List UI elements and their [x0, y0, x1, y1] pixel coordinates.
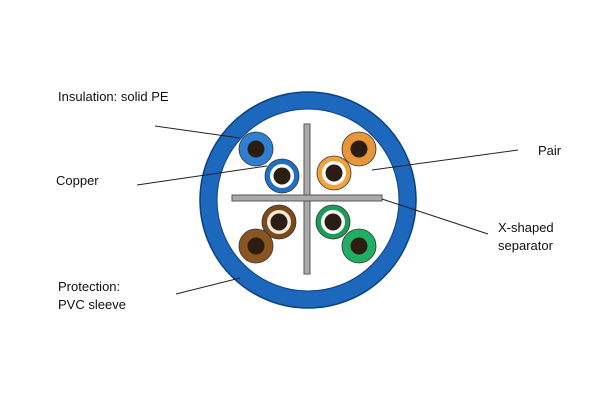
green-pair	[315, 204, 377, 264]
copper-leader-line	[136, 165, 268, 186]
copper-label-text: Copper	[56, 173, 99, 188]
pair-label-text: Pair	[538, 143, 562, 158]
insulation-leader-line	[154, 125, 241, 139]
protection-label-line2: PVC sleeve	[58, 297, 126, 312]
pair-label: Pair	[538, 142, 561, 160]
blue-pair	[238, 131, 300, 194]
pair-leader-line	[371, 149, 519, 171]
brown-conductor	[261, 204, 297, 240]
green-conductor	[315, 204, 351, 240]
orange-conductor	[316, 155, 352, 191]
green-striped-conductor	[341, 228, 377, 264]
blue-conductor	[264, 158, 300, 194]
orange-pair	[316, 131, 377, 191]
separator-label: X-shaped separator	[498, 219, 554, 255]
insulation-label: Insulation: solid PE	[58, 88, 169, 106]
protection-label: Protection: PVC sleeve	[58, 278, 126, 314]
copper-label: Copper	[56, 172, 99, 190]
protection-leader-line	[175, 277, 241, 295]
x-shaped-separator	[231, 123, 383, 275]
separator-leader-line	[381, 198, 489, 235]
blue-striped-conductor	[238, 131, 274, 167]
insulation-label-text: Insulation: solid PE	[58, 89, 169, 104]
brown-striped-conductor	[238, 228, 274, 264]
orange-striped-conductor	[341, 131, 377, 167]
protection-label-line1: Protection:	[58, 279, 121, 294]
separator-label-line1: X-shaped	[498, 220, 554, 235]
separator-label-line2: separator	[498, 238, 553, 253]
separator-horizontal-bar	[231, 194, 383, 202]
brown-pair	[238, 204, 297, 264]
